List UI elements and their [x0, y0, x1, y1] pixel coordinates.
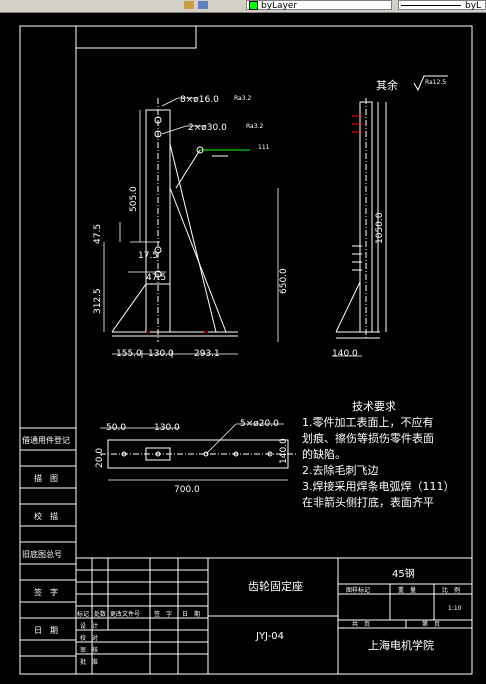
layer-icons[interactable] — [182, 0, 222, 10]
side-row-4: 旧底图总号 — [22, 549, 62, 559]
tech-line-1: 1.零件加工表面上，不应有 — [302, 415, 434, 429]
dim-8-holes-ra: Ra3.2 — [234, 95, 251, 102]
side-row-1: 借通用件登记 — [22, 435, 70, 445]
side-row-6: 日 期 — [34, 626, 58, 635]
rev-count: 处数 — [94, 610, 106, 618]
dim-700: 700.0 — [174, 485, 200, 495]
tech-line-5: 3.焊接采用焊条电弧焊（111） — [302, 479, 455, 493]
color-swatch-icon — [249, 1, 258, 10]
dim-293: 293.1 — [194, 349, 220, 359]
h-weight: 重 量 — [398, 586, 416, 594]
layer-select[interactable]: byLayer — [246, 0, 392, 11]
dim-20: 20.0 — [95, 448, 105, 468]
roughness-value: Ra12.5 — [425, 79, 446, 86]
layers-icon[interactable] — [184, 1, 194, 9]
scale-value: 1:10 — [448, 605, 462, 612]
tech-line-2: 划痕、擦伤等损伤零件表面 — [302, 431, 434, 445]
side-table — [19, 427, 77, 675]
bottom-view[interactable] — [100, 423, 296, 481]
dim-50: 50.0 — [106, 423, 126, 433]
rev-mark: 标记 — [77, 610, 89, 618]
dim-130: 130.0 — [148, 349, 174, 359]
school-name: 上海电机学院 — [368, 638, 434, 652]
h-graphic: 图样标记 — [346, 586, 370, 594]
front-dimensions — [103, 97, 279, 358]
tech-line-4: 2.去除毛刺飞边 — [302, 463, 379, 477]
side-row-5: 签 字 — [34, 587, 58, 597]
roughness-symbol — [413, 75, 448, 92]
material: 45钢 — [392, 567, 415, 580]
side-view[interactable] — [335, 98, 387, 339]
dim-505: 505.0 — [129, 186, 139, 212]
review-label: 审 核 — [80, 646, 98, 654]
weld-symbol-text: 111 — [258, 144, 270, 151]
dim-155: 155.0 — [116, 349, 142, 359]
dim-8-holes: 8×ø16.0 — [180, 95, 219, 105]
tech-line-6: 在非箭头侧打底，表面齐平 — [302, 495, 434, 509]
inner-border — [75, 25, 473, 559]
linetype-select[interactable]: byL — [398, 0, 486, 11]
approve-label: 批 准 — [80, 658, 98, 666]
dim-5-holes: 5×ø20.0 — [240, 419, 279, 429]
corner-label-box — [75, 25, 197, 49]
rev-sign: 签 字 — [154, 610, 172, 618]
drawing-number: JYJ-04 — [255, 631, 284, 642]
dim-47-5: 47.5 — [93, 224, 103, 244]
sheet-total: 共 页 — [352, 620, 370, 628]
title-block — [75, 557, 473, 675]
sheet-no: 第 页 — [422, 620, 440, 628]
front-view[interactable] — [111, 98, 250, 342]
design-label: 设 计 — [80, 622, 98, 630]
dim-312-5: 312.5 — [93, 288, 103, 314]
dim-2-holes: 2×ø30.0 — [188, 123, 227, 133]
linetype-sample — [401, 5, 461, 6]
check-label: 校 对 — [80, 634, 98, 642]
dim-47-5-b: 47.5 — [146, 273, 166, 283]
side-row-2: 描 图 — [34, 473, 58, 483]
rev-date: 日 期 — [182, 610, 200, 618]
dim-17-5: 17.5 — [138, 251, 158, 261]
h-scale: 比 例 — [442, 586, 460, 594]
dim-140-side: 140.0 — [332, 349, 358, 359]
drawing-canvas[interactable]: 其余 Ra12.5 — [0, 12, 486, 684]
side-cut-marks — [352, 115, 362, 133]
tech-requirements: 技术要求 1.零件加工表面上，不应有 划痕、擦伤等损伤零件表面 的缺陷。 2.去… — [302, 400, 455, 509]
part-name: 齿轮固定座 — [248, 579, 303, 593]
layer-state-icon[interactable] — [198, 1, 208, 9]
rev-doc: 更改文件号 — [110, 610, 140, 618]
dim-2-holes-ra: Ra3.2 — [246, 123, 263, 130]
dim-1050: 1050.0 — [375, 212, 385, 244]
tech-line-3: 的缺陷。 — [302, 447, 346, 461]
dim-140-bottom: 140.0 — [279, 438, 289, 464]
dim-650: 650.0 — [279, 268, 289, 294]
side-row-3: 校 描 — [34, 511, 58, 521]
side-white-ticks — [352, 245, 362, 271]
dim-130-bottom: 130.0 — [154, 423, 180, 433]
cad-toolbar: byLayer byL — [0, 0, 486, 13]
roughness-note: 其余 — [376, 78, 398, 92]
tech-title: 技术要求 — [352, 400, 396, 413]
